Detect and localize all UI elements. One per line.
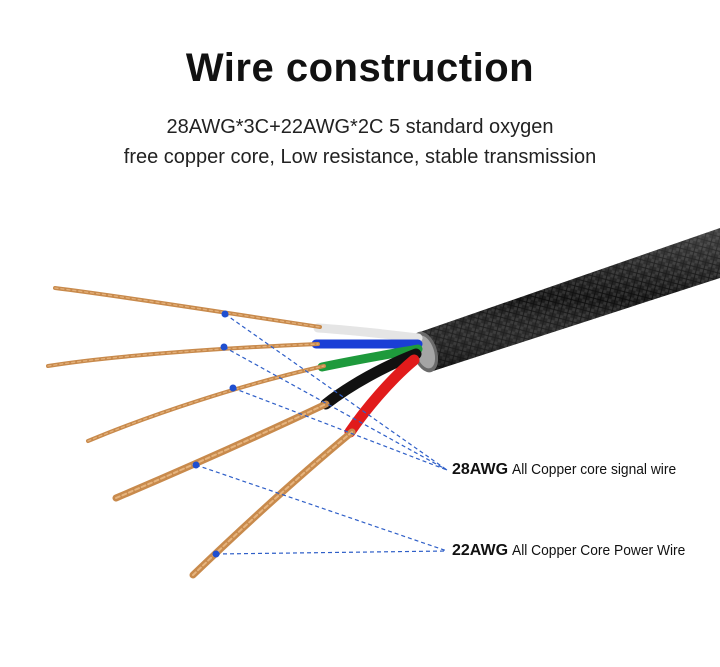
copper-strands <box>46 286 356 579</box>
subtitle-line-2: free copper core, Low resistance, stable… <box>123 146 597 168</box>
callout-signal-gauge: 28AWG <box>452 461 509 478</box>
cable-jacket <box>411 228 720 373</box>
leader-lines <box>195 313 448 555</box>
subtitle-line-1: 28AWG*3C+22AWG*2C 5 standard oxygen <box>166 116 554 138</box>
callout-power-description: All Copper Core Power Wire <box>512 542 686 559</box>
callout-power-gauge: 22AWG <box>452 542 509 559</box>
callout-dots <box>192 310 237 558</box>
insulated-conductors <box>311 323 423 438</box>
callout-power-wire: 22AWG All Copper Core Power Wire <box>452 542 701 560</box>
callout-signal-description: All Copper core signal wire <box>512 461 677 478</box>
page-title: Wire construction <box>185 46 535 90</box>
callout-signal-wire: 28AWG All Copper core signal wire <box>452 461 691 479</box>
